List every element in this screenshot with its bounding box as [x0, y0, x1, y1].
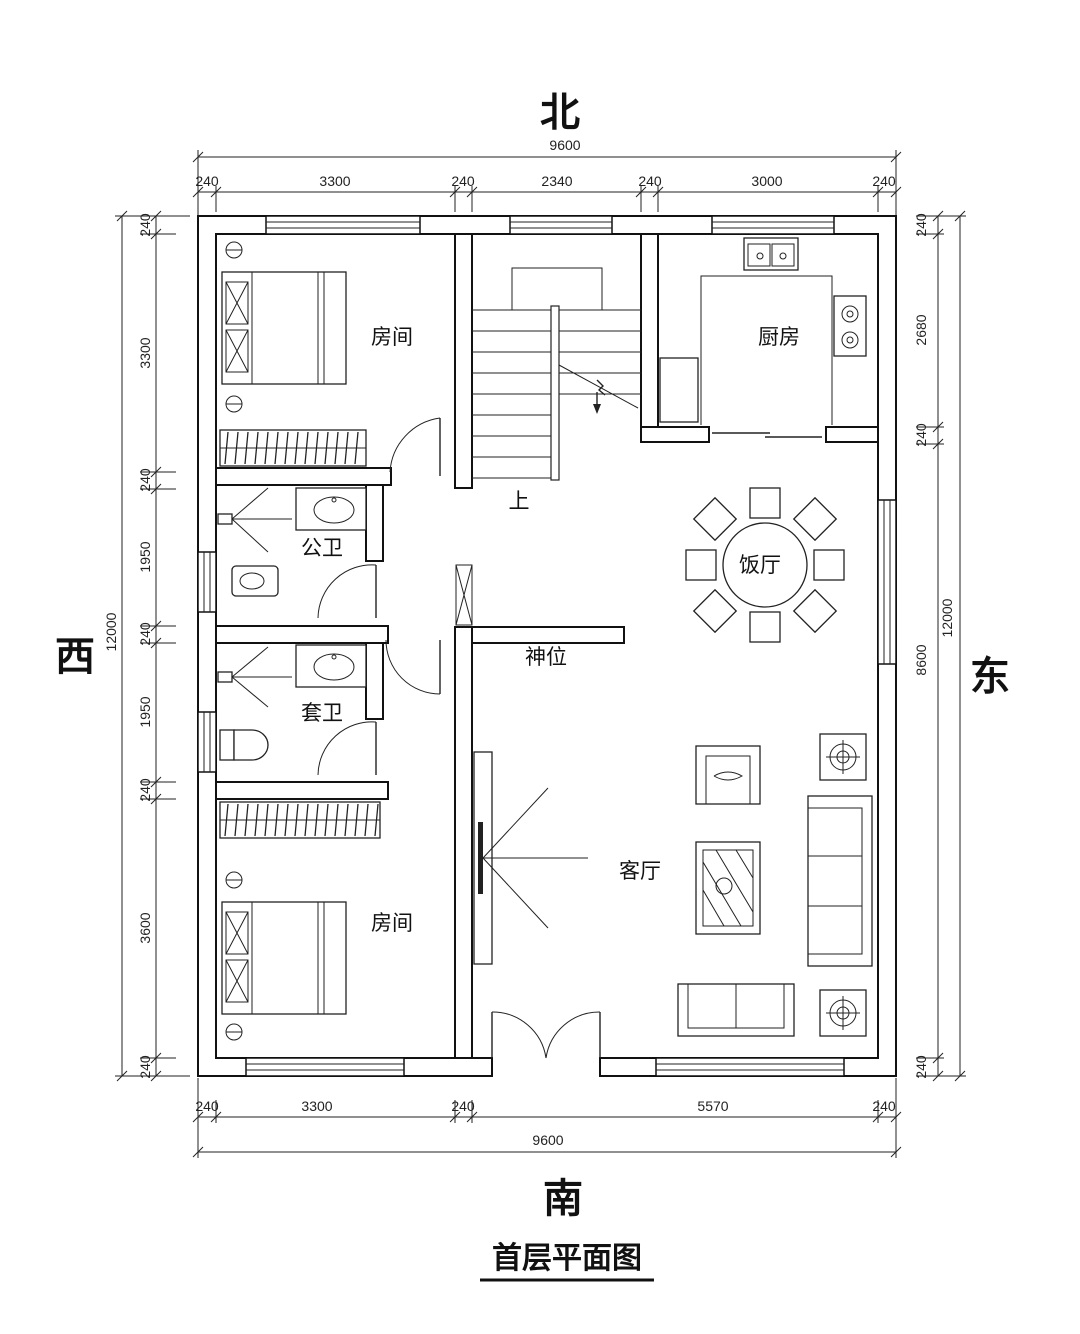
room-label-bedroom-bottom: 房间 [371, 911, 413, 935]
dim-bottom-seg: 240 [872, 1098, 896, 1114]
dim-left-seg: 1950 [137, 541, 153, 572]
dim-right-total: 12000 [939, 598, 955, 637]
room-label-dining: 饭厅 [739, 553, 781, 577]
public-bath-fixtures [217, 487, 367, 597]
room-labels: 房间 厨房 公卫 套卫 饭厅 神位 客厅 房间 上 [301, 325, 800, 935]
dining-table-set [685, 487, 845, 643]
dim-right-seg: 2680 [913, 314, 929, 345]
plan-title: 首层平面图 [492, 1241, 642, 1276]
suite-bath-fixtures [217, 644, 367, 761]
dim-right-seg: 240 [913, 423, 929, 447]
room-label-living: 客厅 [619, 859, 661, 883]
dimension-lines [115, 150, 966, 1158]
dim-left-seg: 3600 [137, 912, 153, 943]
dim-left-seg: 3300 [137, 337, 153, 368]
living-furniture [473, 733, 873, 1037]
compass-west: 西 [55, 634, 95, 680]
dim-bottom-seg: 240 [451, 1098, 475, 1114]
dim-top-seg: 240 [638, 173, 662, 189]
dim-top-seg: 3000 [751, 173, 782, 189]
doors [317, 417, 822, 1059]
staircase [472, 267, 641, 481]
bedroom-top-furniture [219, 241, 367, 467]
dim-top-total: 9600 [549, 137, 580, 153]
room-label-public-bath: 公卫 [301, 536, 343, 560]
stair-up-label: 上 [509, 489, 530, 513]
dimension-labels: 9600 240 3300 240 2340 240 3000 240 240 … [103, 137, 955, 1148]
compass-east: 东 [970, 654, 1010, 700]
dim-right-seg: 8600 [913, 644, 929, 675]
room-label-suite-bath: 套卫 [301, 701, 343, 725]
dim-top-seg: 240 [872, 173, 896, 189]
dim-top-seg: 2340 [541, 173, 572, 189]
dim-bottom-total: 9600 [532, 1132, 563, 1148]
bedroom-bottom-furniture [219, 801, 381, 1041]
dim-left-total: 12000 [103, 612, 119, 651]
dim-left-seg: 1950 [137, 696, 153, 727]
dim-bottom-seg: 240 [195, 1098, 219, 1114]
compass-north: 北 [540, 90, 580, 136]
room-label-bedroom-top: 房间 [371, 325, 413, 349]
dim-left-seg: 240 [137, 1055, 153, 1079]
dim-right-seg: 240 [913, 213, 929, 237]
dim-top-seg: 240 [451, 173, 475, 189]
windows [197, 215, 897, 1077]
dim-bottom-seg: 5570 [697, 1098, 728, 1114]
dim-left-seg: 240 [137, 213, 153, 237]
dim-top-seg: 240 [195, 173, 219, 189]
dim-left-seg: 240 [137, 778, 153, 802]
kitchen-fixtures [659, 237, 867, 425]
dim-top-seg: 3300 [319, 173, 350, 189]
dim-left-seg: 240 [137, 622, 153, 646]
dim-right-seg: 240 [913, 1055, 929, 1079]
room-label-shrine: 神位 [525, 645, 567, 669]
dim-bottom-seg: 3300 [301, 1098, 332, 1114]
room-label-kitchen: 厨房 [758, 325, 800, 349]
compass-labels: 北 南 西 东 [55, 90, 1010, 1222]
compass-south: 南 [543, 1176, 583, 1222]
walls [197, 215, 897, 1077]
dim-left-seg: 240 [137, 468, 153, 492]
